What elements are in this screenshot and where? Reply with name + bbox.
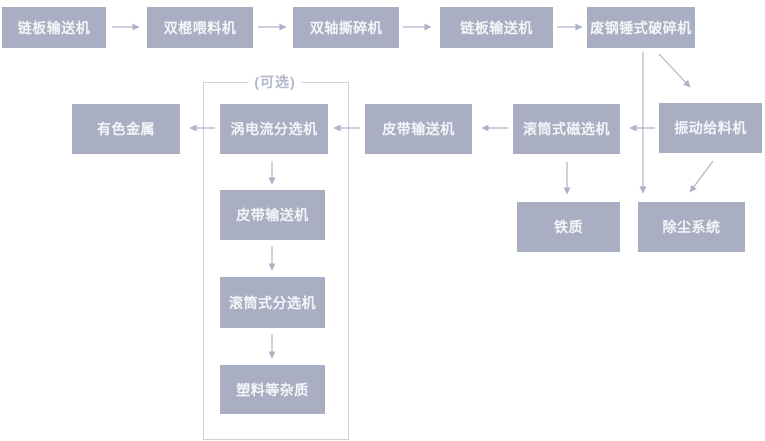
node-chain-conveyor-2: 链板输送机 [440,7,553,48]
node-chain-conveyor-1: 链板输送机 [2,7,106,48]
node-dust-removal-system: 除尘系统 [638,202,745,252]
node-eddy-current-separator: 涡电流分选机 [220,104,328,154]
node-plastic-impurities: 塑料等杂质 [220,365,325,414]
node-double-roller-feeder: 双棍喂料机 [147,7,253,48]
node-belt-conveyor-main: 皮带输送机 [365,104,472,154]
node-nonferrous-metal: 有色金属 [72,104,180,154]
node-iron: 铁质 [517,202,620,252]
edge-crusher-vibrating [658,53,691,88]
edge-vibrating-dust [689,160,714,193]
node-double-shaft-shredder: 双轴撕碎机 [293,7,399,48]
node-drum-separator: 滚筒式分选机 [220,277,325,328]
node-scrap-hammer-crusher: 废钢锤式破碎机 [587,7,695,48]
node-vibrating-feeder: 振动给料机 [659,103,762,153]
optional-group-label: (可选) [248,73,302,91]
node-drum-magnetic-separator: 滚筒式磁选机 [513,104,620,154]
node-belt-conveyor-optional: 皮带输送机 [220,190,325,240]
